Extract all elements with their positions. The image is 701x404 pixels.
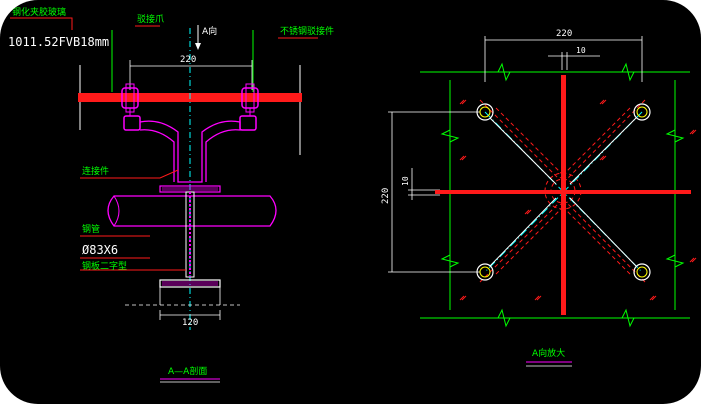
label-glass: 钢化夹胶玻璃: [12, 6, 66, 18]
dim-220-text: 220: [180, 55, 196, 65]
steel-pipe-break-l: [113, 195, 120, 227]
label-head: 不锈钢驳接件: [280, 25, 334, 37]
break-mark-left-t: [440, 129, 460, 143]
vertical-red-member: [561, 75, 566, 315]
label-claw: 驳接爪: [137, 13, 164, 25]
section-title: A—A剖面: [168, 365, 207, 377]
section-view-a-a: 钢化夹胶玻璃 1011.52FVB18mm 驳接爪 A向 不锈钢驳接件 220 …: [8, 6, 334, 383]
break-mark-right-b: [665, 254, 685, 268]
a-view-arrowhead: [195, 43, 201, 50]
spider-arm-outline: [489, 117, 637, 267]
break-mark-top-r: [621, 62, 635, 82]
horizontal-red-member: [435, 190, 691, 194]
detail-dim-220s-text: 220: [381, 188, 391, 204]
steel-pipe: [107, 195, 277, 227]
bolt-points: [476, 103, 651, 281]
detail-dim-10-text: 10: [576, 46, 586, 55]
label-pipe: 钢管: [82, 223, 100, 235]
label-connector: 连接件: [82, 165, 109, 177]
spider-fitting-right: [239, 115, 257, 131]
base-plate: [159, 279, 221, 288]
base-plate-hatch: [162, 281, 218, 286]
break-mark-top-l: [497, 62, 511, 82]
label-a-view: A向: [202, 25, 217, 37]
detail-dim-10s-text: 10: [401, 176, 410, 186]
break-mark-left-b: [440, 254, 460, 268]
break-mark-right-t: [665, 129, 685, 143]
spider-fitting-left: [123, 115, 141, 131]
spider-arm-body: [139, 120, 241, 183]
connector-plate-hatch: [162, 187, 218, 191]
break-mark-bot-r: [621, 308, 635, 328]
leader-glass: [10, 17, 73, 30]
spider-arm-contour: [479, 99, 646, 283]
detail-dim-220-text: 220: [556, 29, 572, 39]
label-glass-spec: 1011.52FVB18mm: [8, 35, 109, 49]
dim-120-text: 120: [182, 318, 198, 328]
detail-view-a-direction: 220 10 10 220 A向放大: [381, 29, 697, 367]
label-pipe-spec: Ø83X6: [82, 243, 118, 257]
break-mark-bot-l: [497, 308, 511, 328]
leader-connector: [80, 169, 179, 179]
label-plate: 钢板二字型: [82, 260, 127, 272]
detail-title: A向放大: [532, 347, 565, 359]
hatch-marks: [459, 99, 697, 301]
